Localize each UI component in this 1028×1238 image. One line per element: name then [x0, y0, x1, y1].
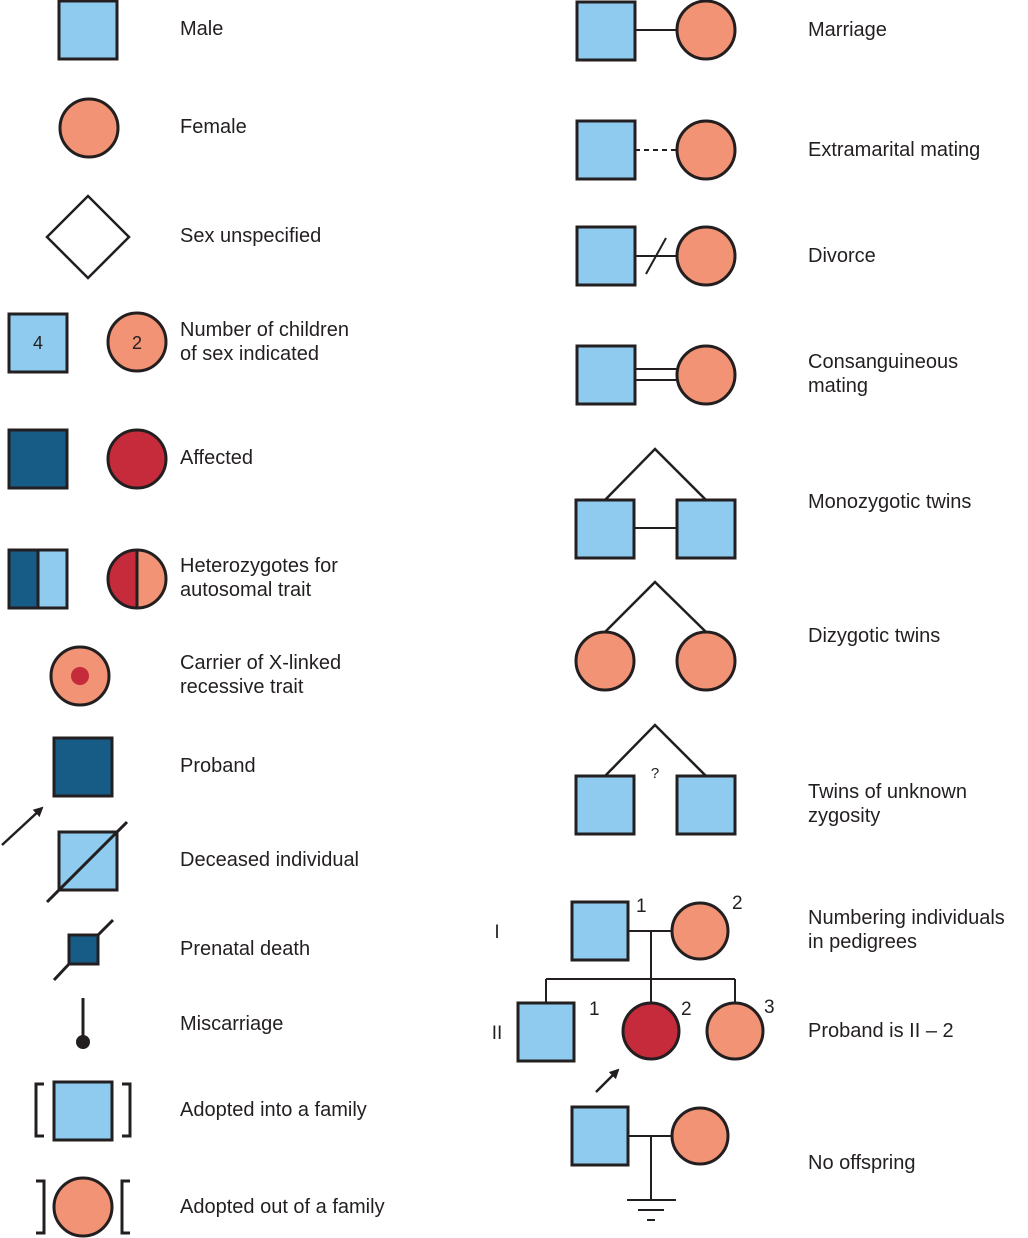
individual-number-I-2: 2	[732, 893, 743, 914]
label-affected: Affected	[180, 447, 254, 469]
pedigree-II-2	[621, 1001, 681, 1061]
proband-arrow-icon	[1, 806, 44, 846]
proband-symbol	[52, 736, 114, 798]
female-count-symbol	[106, 311, 168, 373]
adopted-into-symbol	[34, 1080, 132, 1142]
generation-label-II: II	[492, 1023, 503, 1044]
label-prenatal-death: Prenatal death	[180, 938, 311, 960]
individual-number-I-1: 1	[636, 896, 647, 917]
marriage-symbol	[575, 0, 737, 62]
generation-label-I: I	[494, 922, 499, 943]
unknown-zygosity-twins-symbol	[574, 723, 737, 836]
label-number-of-children: Number of children of sex indicated	[180, 319, 349, 365]
label-heterozygotes: Heterozygotes for autosomal trait	[180, 555, 338, 601]
affected-female-symbol	[106, 428, 168, 490]
sex-unspecified-symbol	[45, 194, 131, 280]
no-offspring-symbol	[570, 1105, 730, 1221]
pedigree-I-1	[570, 900, 630, 962]
label-proband: Proband	[180, 755, 256, 777]
label-monozygotic: Monozygotic twins	[808, 491, 972, 513]
label-adopted-out: Adopted out of a family	[180, 1196, 385, 1218]
label-numbering: Numbering individuals in pedigrees	[808, 907, 1005, 953]
pedigree-example	[516, 900, 765, 1093]
pedigree-II-3	[705, 1001, 765, 1061]
label-unknown-zygosity: Twins of unknown zygosity	[808, 781, 967, 827]
unknown-zygosity-mark: ?	[651, 765, 659, 782]
label-male: Male	[180, 18, 224, 40]
label-no-offspring: No offspring	[808, 1152, 916, 1174]
adopted-out-symbol	[36, 1176, 130, 1238]
label-consanguineous: Consanguineous mating	[808, 351, 959, 397]
female-symbol	[58, 97, 120, 159]
deceased-symbol	[45, 820, 129, 904]
label-female: Female	[180, 116, 247, 138]
monozygotic-twins-symbol	[574, 447, 737, 560]
heterozygote-female-symbol	[106, 548, 168, 610]
label-extramarital: Extramarital mating	[808, 139, 981, 161]
label-sex-unspecified: Sex unspecified	[180, 225, 322, 247]
pedigree-II-1	[516, 1001, 576, 1063]
pedigree-I-2	[670, 901, 730, 961]
label-divorce: Divorce	[808, 245, 876, 267]
female-count-text: 2	[132, 333, 142, 353]
label-proband-example: Proband is II – 2	[808, 1020, 954, 1042]
divorce-symbol	[575, 225, 737, 287]
dizygotic-twins-symbol	[574, 580, 737, 692]
pedigree-proband-arrow-icon	[595, 1068, 620, 1093]
prenatal-death-symbol	[52, 918, 115, 982]
male-count-symbol	[7, 312, 69, 374]
label-deceased: Deceased individual	[180, 849, 360, 871]
miscarriage-symbol	[76, 998, 90, 1049]
carrier-x-linked-symbol	[49, 645, 111, 707]
heterozygote-male-symbol	[7, 548, 69, 610]
male-count-text: 4	[33, 333, 43, 353]
label-miscarriage: Miscarriage	[180, 1013, 284, 1035]
label-carrier-x-linked: Carrier of X-linked recessive trait	[180, 652, 342, 698]
individual-number-II-3: 3	[764, 997, 775, 1018]
affected-male-symbol	[7, 428, 69, 490]
consanguineous-symbol	[575, 344, 737, 406]
individual-number-II-1: 1	[589, 999, 600, 1020]
individual-number-II-2: 2	[681, 999, 692, 1020]
male-symbol	[57, 0, 119, 61]
extramarital-symbol	[575, 119, 737, 181]
label-adopted-into: Adopted into a family	[180, 1099, 367, 1121]
label-marriage: Marriage	[808, 19, 887, 41]
label-dizygotic: Dizygotic twins	[808, 625, 941, 647]
